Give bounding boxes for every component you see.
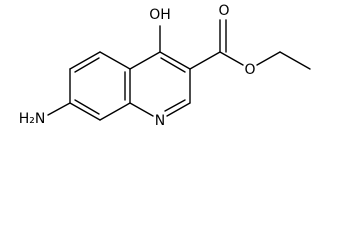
- bond: [166, 102, 191, 117]
- bond: [69, 102, 101, 121]
- bond: [69, 51, 101, 70]
- amine-label: H₂N: [19, 111, 46, 127]
- bond: [47, 102, 71, 116]
- carbonyl-oxygen-label: O: [218, 3, 229, 19]
- molecule-drawing: OH H₂N N O O: [19, 3, 311, 129]
- structure-diagram: OH H₂N N O O: [19, 3, 311, 129]
- bond-double: [164, 99, 186, 112]
- bond: [219, 51, 244, 66]
- bond: [99, 102, 131, 121]
- bond-double: [160, 57, 186, 73]
- bond: [256, 51, 281, 66]
- bond: [159, 51, 191, 70]
- bond: [189, 51, 221, 70]
- bond-double: [74, 57, 100, 73]
- bond: [99, 51, 131, 70]
- bond: [129, 51, 161, 70]
- ring-nitrogen-label: N: [155, 113, 165, 129]
- bond: [129, 102, 154, 117]
- bond-double: [74, 99, 100, 115]
- hydroxyl-label: OH: [149, 7, 171, 23]
- bond: [279, 51, 311, 70]
- ester-oxygen-label: O: [244, 62, 255, 78]
